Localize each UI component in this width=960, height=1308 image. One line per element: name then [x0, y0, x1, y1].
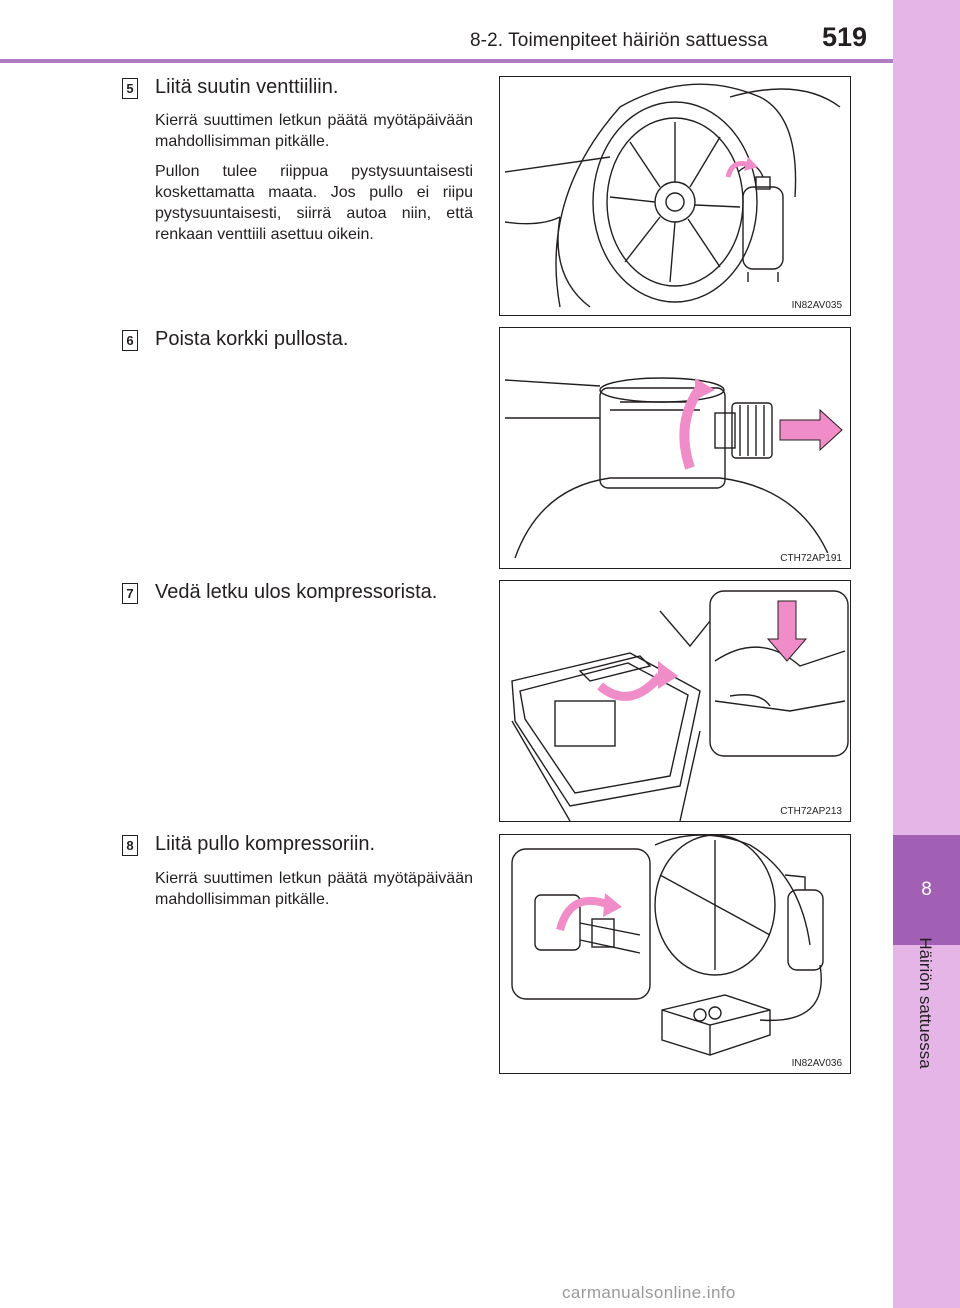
step-5-paragraph-2: Pullon tulee riippua pystysuuntaisesti k…: [155, 163, 473, 243]
figure-bottle-compressor: IN82AV036: [499, 834, 851, 1074]
step-5-title: Liitä suutin venttiiliin.: [155, 76, 339, 98]
chapter-label: Häiriön sattuessa: [905, 935, 945, 1085]
step-8-title: Liitä pullo kompressoriin.: [155, 833, 376, 855]
chapter-side-tab: [893, 0, 960, 1308]
step-5-paragraph-1: Kierrä suuttimen letkun päätä myötäpäivä…: [155, 112, 473, 150]
step-6-title: Poista korkki pullosta.: [155, 328, 349, 350]
figure-code-3: CTH72AP213: [778, 806, 844, 817]
wheel-valve-illustration: [504, 83, 841, 308]
step-8-body: Kierrä suuttimen letkun päätä myötäpäivä…: [155, 868, 473, 919]
step-5-body: Kierrä suuttimen letkun päätä myötäpäivä…: [155, 110, 473, 254]
figure-compressor-hose: CTH72AP213: [499, 580, 851, 822]
bottle-compressor-illustration: [511, 835, 824, 1056]
figure-code-4: IN82AV036: [789, 1058, 844, 1069]
footer-watermark: carmanualsonline.info: [562, 1283, 736, 1302]
step-number-7: 7: [122, 583, 138, 604]
step-number-5: 5: [122, 78, 138, 99]
page-number: 519: [822, 22, 868, 52]
step-number-6: 6: [122, 330, 138, 351]
compressor-hose-illustration: [511, 590, 849, 821]
chapter-number-tab[interactable]: 8: [893, 835, 960, 945]
chapter-label-text: Häiriön sattuessa: [916, 937, 935, 1069]
figure-bottle-cap: CTH72AP191: [499, 327, 851, 569]
figure-wheel-valve: IN82AV035: [499, 76, 851, 316]
step-8-paragraph-1: Kierrä suuttimen letkun päätä myötäpäivä…: [155, 870, 473, 908]
figure-code-1: IN82AV035: [789, 300, 844, 311]
step-number-8: 8: [122, 835, 138, 856]
section-title: 8-2. Toimenpiteet häiriön sattuessa: [470, 30, 768, 51]
figure-code-2: CTH72AP191: [778, 553, 844, 564]
header-rule: [0, 59, 893, 63]
step-7-title: Vedä letku ulos kompressorista.: [155, 581, 438, 603]
bottle-cap-illustration: [504, 377, 843, 559]
